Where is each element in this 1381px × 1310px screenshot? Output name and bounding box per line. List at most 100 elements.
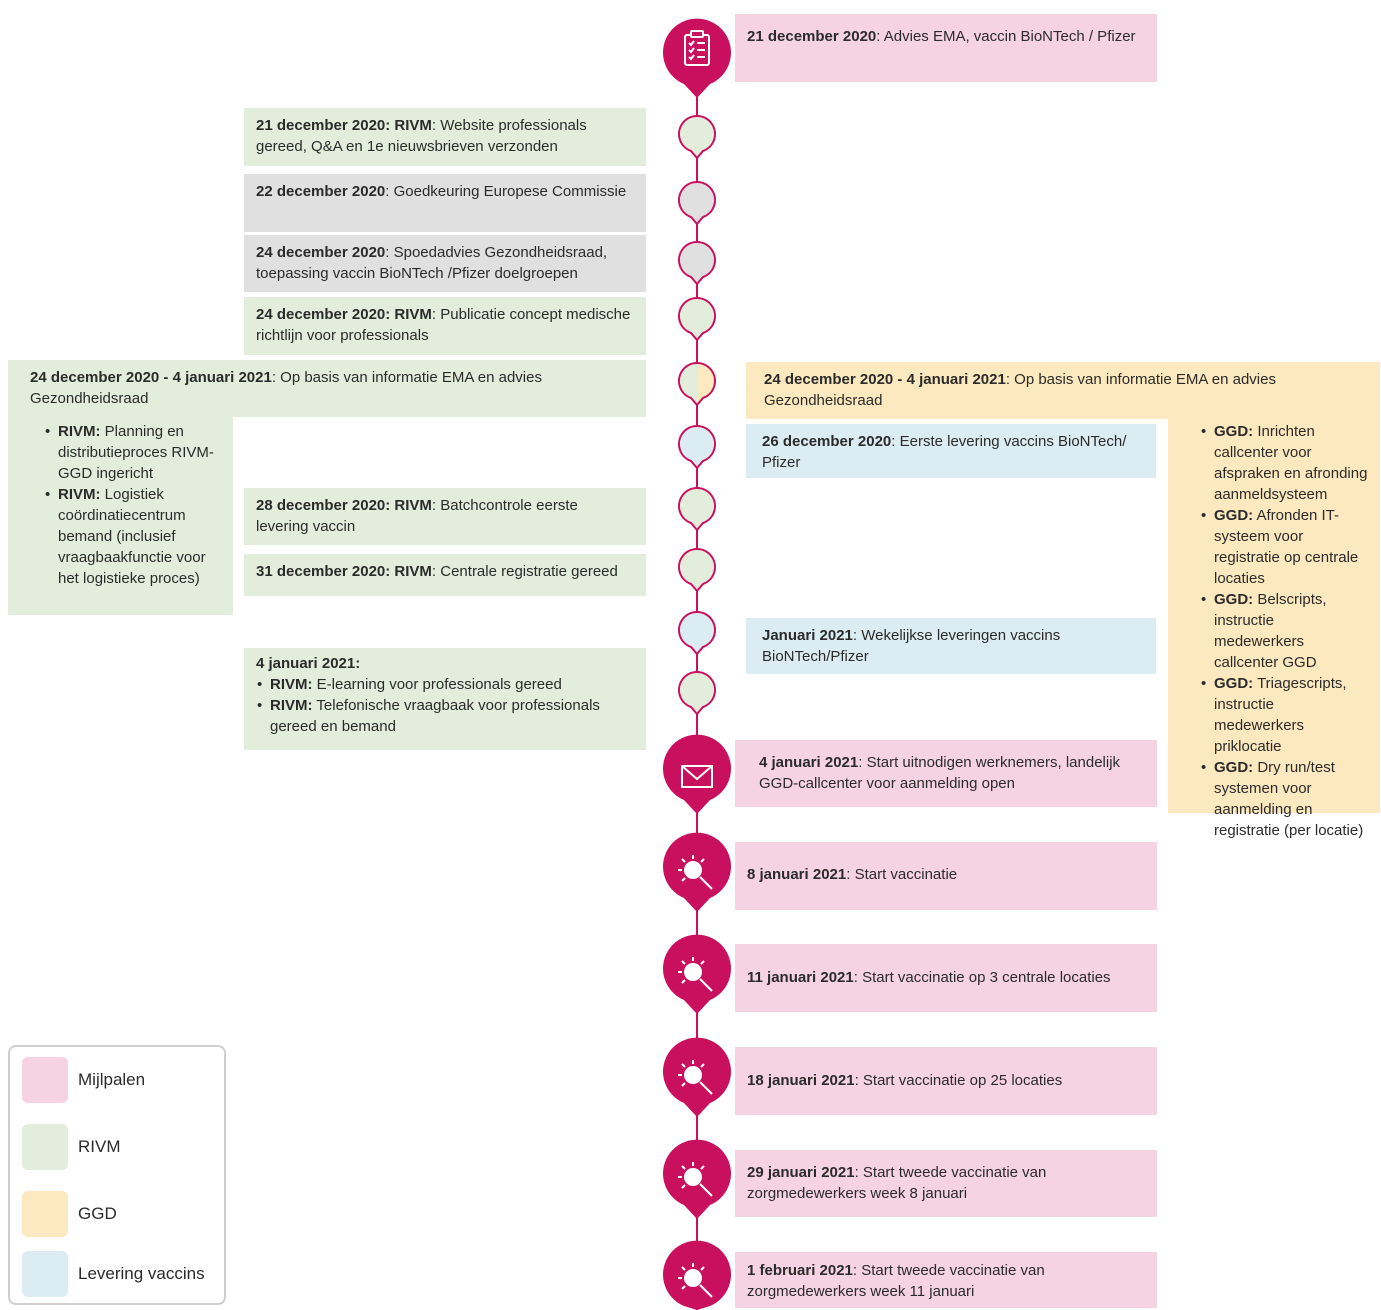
event-text: : Batchcontrole eerste levering vaccin <box>256 497 578 535</box>
milestone-text: : Start vaccinatie op 3 centrale locatie… <box>853 969 1111 986</box>
pin-milestone-jan8 <box>662 832 731 912</box>
envelope-icon <box>681 765 713 788</box>
legend-item-ggd: GGD <box>22 1191 222 1237</box>
legend-item-rivm: RIVM <box>22 1124 222 1170</box>
event-ggd-period: 24 december 2020 - 4 januari 2021: Op ba… <box>746 362 1380 419</box>
rivm-task-list: RIVM: Planning en distributieproces RIVM… <box>8 417 233 615</box>
milestone-jan18: 18 januari 2021: Start vaccinatie op 25 … <box>735 1047 1157 1115</box>
milestone-jan4: 4 januari 2021: Start uitnodigen werknem… <box>735 740 1157 807</box>
event-rivm-richtlijn: 24 december 2020: RIVM: Publicatie conce… <box>244 297 646 355</box>
event-date: 24 december 2020: RIVM <box>256 306 432 323</box>
event-date: 22 december 2020 <box>256 183 386 200</box>
milestone-text: : Start tweede vaccinatie van zorgmedewe… <box>747 1262 1045 1300</box>
list-item: RIVM: Telefonische vraagbaak voor profes… <box>257 695 634 737</box>
event-text: : Wekelijkse leveringen vaccins BioNTech… <box>762 627 1061 665</box>
legend-label: Levering vaccins <box>78 1264 205 1283</box>
pin-batchcontrole <box>678 487 716 532</box>
legend: Mijlpalen RIVM GGD Levering vaccins <box>8 1045 226 1305</box>
list-item: RIVM: E-learning voor professionals gere… <box>257 674 634 695</box>
legend-label: Mijlpalen <box>78 1070 146 1089</box>
milestone-text: : Start vaccinatie op 25 locaties <box>854 1072 1063 1089</box>
milestone-date: 18 januari 2021 <box>747 1072 855 1089</box>
legend-label: GGD <box>78 1204 117 1223</box>
pin-rivm-richtlijn <box>678 297 716 342</box>
legend-item-levering: Levering vaccins <box>22 1251 222 1297</box>
legend-label: RIVM <box>78 1137 121 1156</box>
event-text: : Eerste levering vaccins BioNTech/ Pfiz… <box>762 433 1127 471</box>
milestone-date: 21 december 2020 <box>747 28 877 45</box>
milestone-date: 4 januari 2021 <box>759 754 859 771</box>
vaccine-icon <box>678 855 713 890</box>
vaccine-icon <box>678 1162 713 1197</box>
event-text: : Centrale registratie gereed <box>431 563 618 580</box>
vaccine-icon <box>678 957 713 992</box>
event-text: : Publicatie concept medische richtlijn … <box>256 306 631 344</box>
event-date: 24 december 2020 - 4 januari 2021 <box>764 371 1006 388</box>
pin-rivm-website <box>678 115 716 160</box>
list-item: GGD: Afronden IT-systeem voor registrati… <box>1201 505 1368 589</box>
event-date: 24 december 2020 <box>256 244 386 261</box>
milestone-feb1: 1 februari 2021: Start tweede vaccinatie… <box>735 1252 1157 1308</box>
milestone-text: : Start tweede vaccinatie van zorgmedewe… <box>747 1164 1047 1202</box>
list-item: RIVM: Logistiek coördinatiecentrum beman… <box>45 484 221 589</box>
event-date: 31 december 2020: RIVM <box>256 563 432 580</box>
milestone-text: : Advies EMA, vaccin BioNTech / Pfizer <box>876 28 1136 45</box>
vaccine-icon <box>678 1060 713 1095</box>
pin-ec-approval <box>678 181 716 226</box>
event-gezondheidsraad: 24 december 2020: Spoedadvies Gezondheid… <box>244 235 646 292</box>
pin-milestone-jan4 <box>662 734 731 814</box>
pin-milestone-jan18 <box>662 1037 731 1117</box>
milestone-date: 11 januari 2021 <box>747 969 854 986</box>
legend-swatch <box>22 1057 68 1103</box>
milestone-jan11: 11 januari 2021: Start vaccinatie op 3 c… <box>735 944 1157 1012</box>
legend-swatch <box>22 1191 68 1237</box>
pin-first-delivery <box>678 425 716 470</box>
event-ec-approval: 22 december 2020: Goedkeuring Europese C… <box>244 174 646 232</box>
milestone-date: 1 februari 2021 <box>747 1262 853 1279</box>
event-rivm-jan4: 4 januari 2021: RIVM: E-learning voor pr… <box>244 648 646 750</box>
pin-rivm-jan4 <box>678 671 716 716</box>
event-rivm-period: 24 december 2020 - 4 januari 2021: Op ba… <box>8 360 646 417</box>
event-date: 21 december 2020: RIVM <box>256 117 432 134</box>
list-item: GGD: Triagescripts, instructie medewerke… <box>1201 673 1368 757</box>
list-item: GGD: Belscripts, instructie medewerkers … <box>1201 589 1368 673</box>
event-text: : Goedkeuring Europese Commissie <box>385 183 627 200</box>
pin-registratie <box>678 548 716 593</box>
pin-milestone-feb1 <box>663 1240 731 1310</box>
vaccine-icon <box>678 1263 713 1298</box>
milestone-date: 29 januari 2021 <box>747 1164 855 1181</box>
list-item: RIVM: Planning en distributieproces RIVM… <box>45 421 221 484</box>
event-date: 26 december 2020 <box>762 433 892 450</box>
event-text: : Website professionals gereed, Q&A en 1… <box>256 117 587 155</box>
event-weekly-delivery: Januari 2021: Wekelijkse leveringen vacc… <box>746 618 1156 674</box>
event-date: Januari 2021 <box>762 627 853 644</box>
legend-swatch <box>22 1251 68 1297</box>
milestone-date: 8 januari 2021 <box>747 866 847 883</box>
event-rivm-website: 21 december 2020: RIVM: Website professi… <box>244 108 646 166</box>
legend-swatch <box>22 1124 68 1170</box>
event-date: 28 december 2020: RIVM <box>256 497 432 514</box>
milestone-ema: 21 december 2020: Advies EMA, vaccin Bio… <box>735 14 1157 82</box>
event-text: : Op basis van informatie EMA en advies … <box>764 371 1276 409</box>
event-batchcontrole: 28 december 2020: RIVM: Batchcontrole ee… <box>244 488 646 545</box>
milestone-jan29: 29 januari 2021: Start tweede vaccinatie… <box>735 1150 1157 1217</box>
pin-weekly-delivery <box>678 611 716 656</box>
milestone-text: : Start vaccinatie <box>846 866 958 883</box>
ggd-task-list: GGD: Inrichten callcenter voor afspraken… <box>1168 419 1380 839</box>
legend-item-mijlpalen: Mijlpalen <box>22 1057 222 1103</box>
event-registratie: 31 december 2020: RIVM: Centrale registr… <box>244 554 646 596</box>
milestone-text: : Start uitnodigen werknemers, landelijk… <box>759 754 1121 792</box>
pin-milestone-jan29 <box>663 1139 731 1219</box>
event-date: 24 december 2020 - 4 januari 2021 <box>30 369 272 386</box>
list-item: GGD: Inrichten callcenter voor afspraken… <box>1201 421 1368 505</box>
clipboard-icon <box>684 30 710 66</box>
pin-milestone-jan11 <box>662 934 731 1014</box>
list-item: GGD: Dry run/test systemen voor aanmeldi… <box>1201 757 1368 841</box>
event-date: 4 januari 2021: <box>256 655 361 672</box>
pin-milestone-ema <box>662 18 731 99</box>
pin-split-rivm-ggd <box>678 362 716 407</box>
event-text: : Op basis van informatie EMA en advies … <box>30 369 542 407</box>
milestone-jan8: 8 januari 2021: Start vaccinatie <box>735 842 1157 910</box>
pin-gezondheidsraad <box>678 241 716 286</box>
